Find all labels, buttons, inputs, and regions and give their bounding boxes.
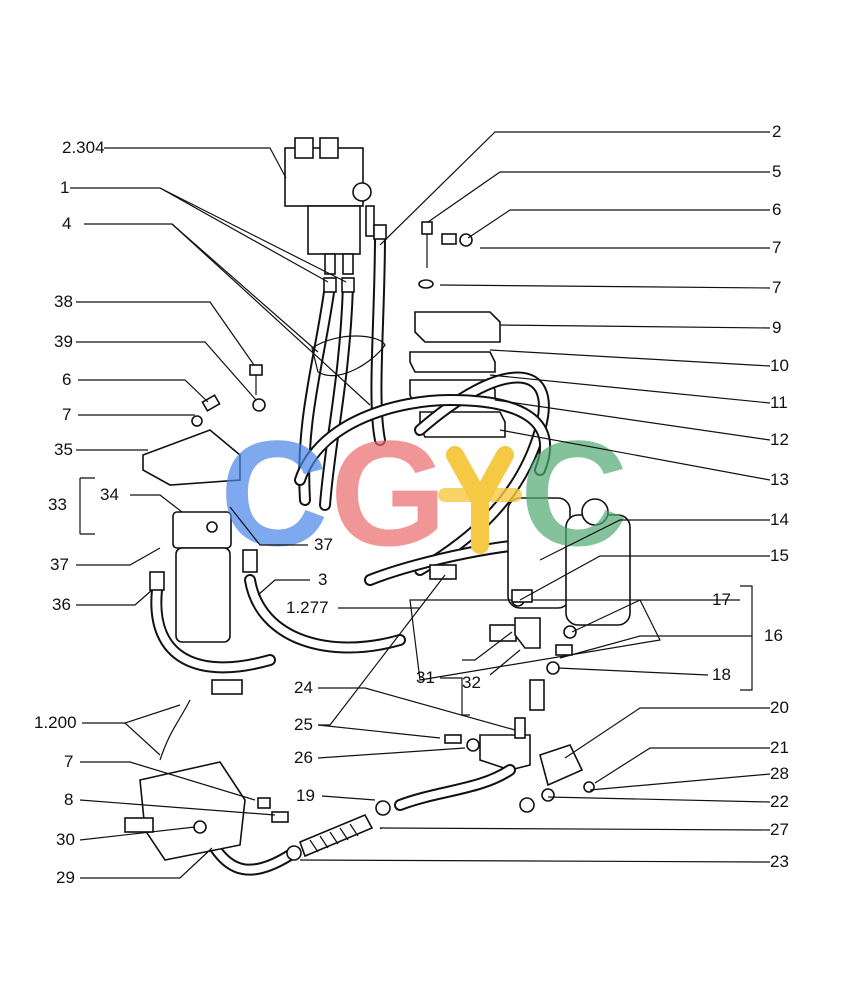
label-30: 30	[56, 830, 75, 849]
label-25: 25	[294, 715, 313, 734]
label-3: 3	[318, 570, 327, 589]
label-1-200: 1.200	[34, 713, 77, 732]
pump-assembly	[124, 699, 289, 861]
label-32: 32	[462, 673, 481, 692]
right-fasteners	[418, 221, 473, 289]
control-valve	[284, 137, 375, 275]
label-17: 17	[712, 590, 731, 609]
label-15: 15	[770, 546, 789, 565]
label-31: 31	[416, 668, 435, 687]
label-33: 33	[48, 495, 67, 514]
label-9: 9	[772, 318, 781, 337]
bottom-lines	[209, 764, 595, 876]
label-6-right: 6	[772, 200, 781, 219]
label-11: 11	[770, 393, 788, 412]
label-13: 13	[770, 470, 789, 489]
label-1: 1	[60, 178, 69, 197]
label-10: 10	[770, 356, 789, 375]
label-27: 27	[770, 820, 789, 839]
label-26: 26	[294, 748, 313, 767]
label-8: 8	[64, 790, 73, 809]
filter-hose	[149, 571, 276, 695]
label-7-right-a: 7	[772, 238, 781, 257]
label-7-left: 7	[62, 405, 71, 424]
label-7-right-b: 7	[772, 278, 781, 297]
label-4: 4	[62, 214, 71, 233]
part-labels: 2.304 1 4 38 39 6 7 35 33 34 37 36 37 3 …	[34, 122, 789, 887]
label-14: 14	[770, 510, 789, 529]
bracket	[142, 429, 241, 486]
label-19: 19	[296, 786, 315, 805]
label-28: 28	[770, 764, 789, 783]
label-1-277: 1.277	[286, 598, 329, 617]
pipe-assembly	[444, 717, 584, 787]
watermark-letter-3: C	[520, 409, 628, 577]
hose-bundle	[294, 371, 552, 586]
leader-lines	[70, 131, 771, 879]
label-22: 22	[770, 792, 789, 811]
label-2: 2	[772, 122, 781, 141]
watermark-letter-2: G	[330, 409, 447, 577]
label-38: 38	[54, 292, 73, 311]
label-29: 29	[56, 868, 75, 887]
label-18: 18	[712, 665, 731, 684]
label-2-304: 2.304	[62, 138, 105, 157]
label-12: 12	[770, 430, 789, 449]
center-fittings	[429, 564, 577, 711]
hose-strap	[311, 335, 386, 377]
label-7-bottom: 7	[64, 752, 73, 771]
hose-3	[242, 549, 406, 654]
label-6-left: 6	[62, 370, 71, 389]
label-24: 24	[294, 678, 313, 697]
label-37-mid: 37	[314, 535, 333, 554]
label-16: 16	[764, 626, 783, 645]
filter-assembly	[172, 511, 232, 643]
label-5: 5	[772, 162, 781, 181]
tanks	[409, 497, 661, 681]
label-34: 34	[100, 485, 119, 504]
label-21: 21	[770, 738, 789, 757]
watermark-emblem	[438, 446, 522, 554]
label-36: 36	[52, 595, 71, 614]
watermark-letter-1: C	[220, 409, 328, 577]
left-fasteners	[191, 364, 266, 427]
label-39: 39	[54, 332, 73, 351]
watermark: C G C	[220, 409, 628, 577]
label-20: 20	[770, 698, 789, 717]
label-35: 35	[54, 440, 73, 459]
label-37-left: 37	[50, 555, 69, 574]
label-23: 23	[770, 852, 789, 871]
